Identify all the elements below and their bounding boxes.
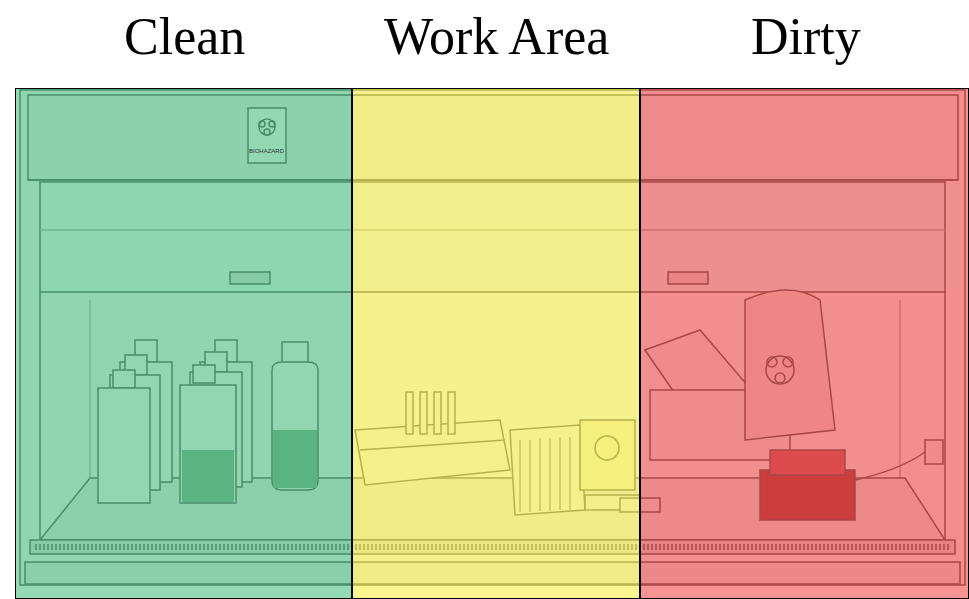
zone-band: Clean	[15, 88, 352, 599]
zone-heading: Dirty	[751, 11, 861, 63]
sign-label: BIOHAZARD	[249, 148, 284, 154]
zone-heading: Work Area	[384, 11, 609, 63]
zone-band: Work Area	[352, 88, 640, 599]
zone-band: Dirty	[640, 88, 969, 599]
zone-heading: Clean	[124, 11, 245, 63]
